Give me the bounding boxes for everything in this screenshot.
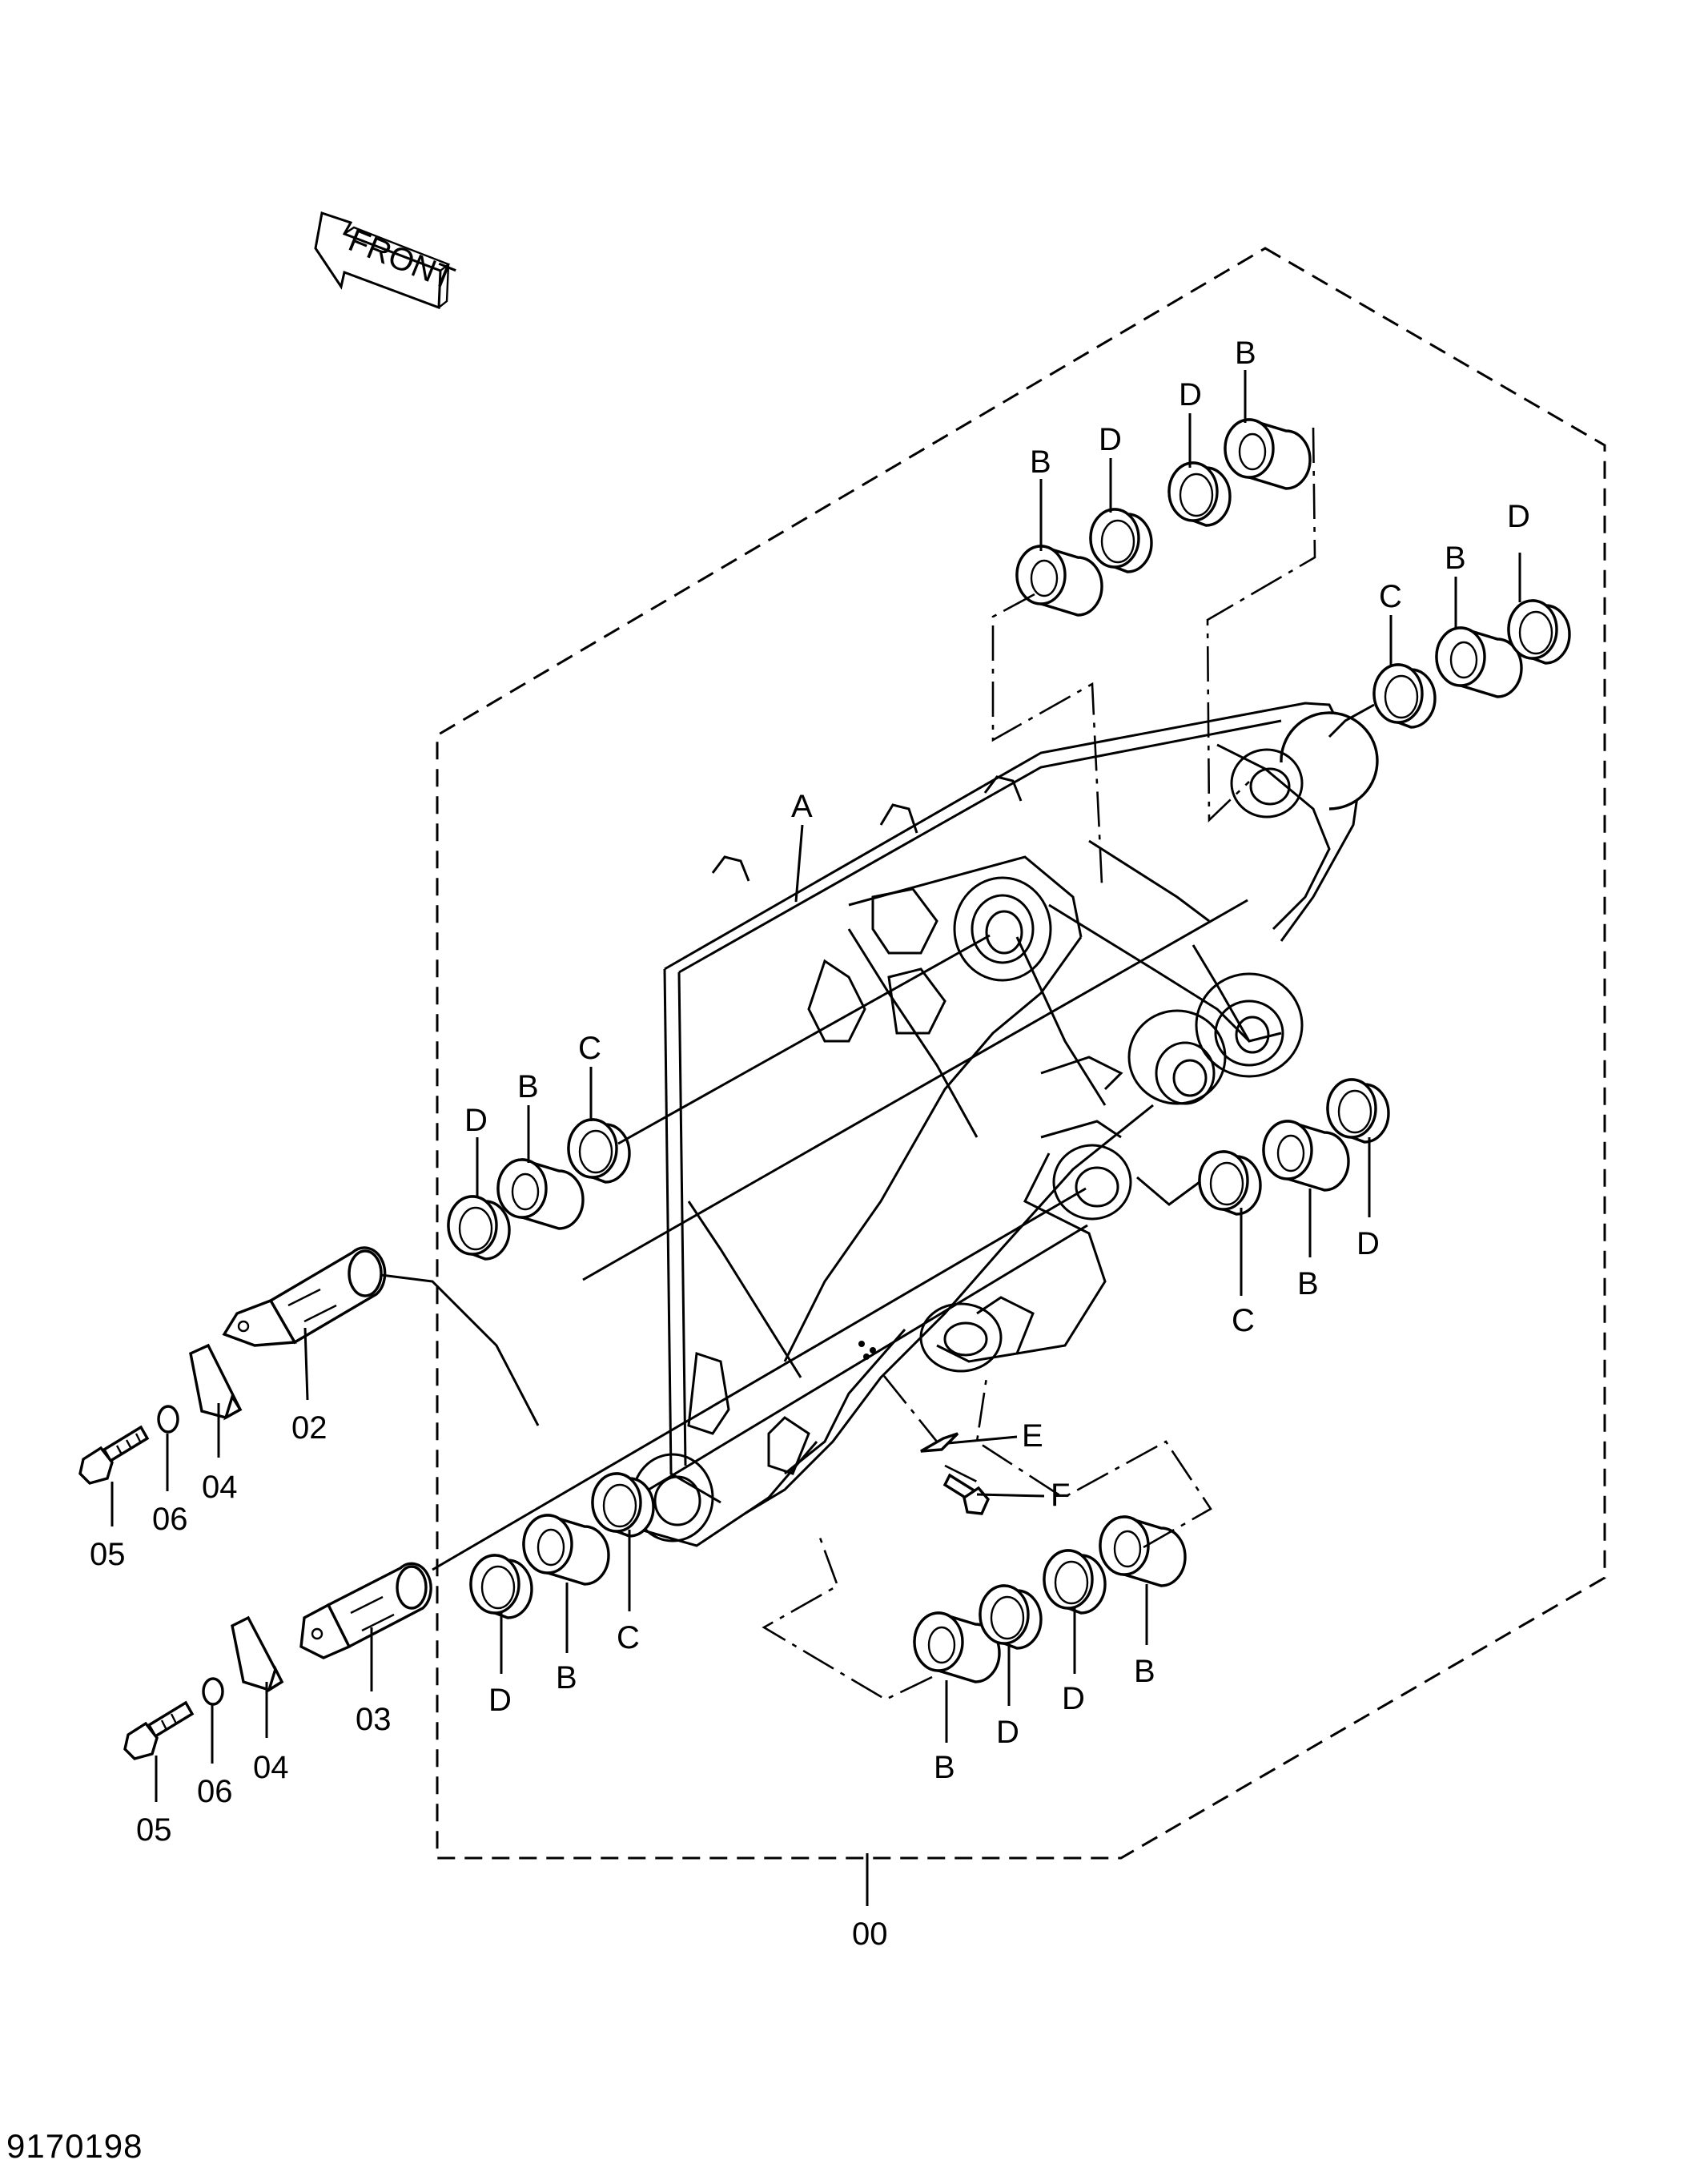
label-b-right-middle: B xyxy=(1297,1266,1319,1301)
bushing-stack-top-right xyxy=(1372,599,1571,729)
label-d-right-middle: D xyxy=(1356,1226,1380,1261)
label-d-left-upper: D xyxy=(464,1103,488,1138)
label-03: 03 xyxy=(356,1702,392,1737)
item-e-shape xyxy=(920,1432,959,1453)
washer-upper xyxy=(157,1405,179,1434)
label-02: 02 xyxy=(291,1410,328,1446)
front-label: FRONT xyxy=(344,223,459,296)
pin-upper xyxy=(222,1246,540,1426)
label-d-top-right: D xyxy=(1507,499,1530,534)
plate-lower xyxy=(231,1615,284,1693)
label-b-left-upper: B xyxy=(517,1069,539,1104)
label-05-upper: 05 xyxy=(90,1537,126,1572)
label-b-top-2: B xyxy=(1235,336,1256,371)
bushing-stack-right-middle xyxy=(1198,1078,1390,1216)
label-06-upper: 06 xyxy=(152,1502,188,1537)
label-f: F xyxy=(1051,1478,1070,1513)
label-04-upper: 04 xyxy=(202,1470,238,1505)
drawing-number: 9170198 xyxy=(6,2127,143,2165)
label-d-left-lower: D xyxy=(488,1683,512,1718)
label-06-lower: 06 xyxy=(197,1774,233,1809)
label-00: 00 xyxy=(852,1917,888,1952)
bolt-lower xyxy=(123,1700,195,1760)
label-e: E xyxy=(1022,1418,1043,1454)
leader-lines xyxy=(111,370,1521,1906)
label-d-top-2: D xyxy=(1179,377,1202,412)
label-d-bottom-1: D xyxy=(996,1715,1019,1750)
assembly-lines xyxy=(432,427,1375,1701)
label-d-bottom-2: D xyxy=(1062,1681,1085,1716)
bolt-upper xyxy=(78,1425,150,1485)
label-a: A xyxy=(791,789,813,824)
label-b-top-1: B xyxy=(1030,444,1051,480)
label-c-top-right: C xyxy=(1379,579,1402,614)
bushing-stack-left-upper xyxy=(447,1118,631,1261)
label-b-top-right: B xyxy=(1445,541,1466,576)
label-c-left-lower: C xyxy=(617,1620,640,1655)
label-b-left-lower: B xyxy=(556,1660,577,1695)
label-d-top-1: D xyxy=(1099,422,1122,457)
assembly-boundary xyxy=(436,247,1606,1860)
label-b-bottom-1: B xyxy=(934,1750,955,1785)
washer-lower xyxy=(202,1677,224,1706)
part-label-group: 00 02 03 04 04 05 05 06 06 A E F B D D B… xyxy=(90,336,1530,1952)
label-c-right-middle: C xyxy=(1232,1303,1255,1338)
pin-lower xyxy=(299,1562,432,1659)
label-b-bottom-2: B xyxy=(1134,1654,1155,1689)
label-05-lower: 05 xyxy=(136,1812,172,1848)
label-04-lower: 04 xyxy=(253,1750,289,1785)
plate-upper xyxy=(189,1343,243,1421)
front-arrow-icon: FRONT xyxy=(314,211,459,310)
label-c-left-upper: C xyxy=(578,1031,601,1066)
boom-frame xyxy=(631,702,1379,1547)
